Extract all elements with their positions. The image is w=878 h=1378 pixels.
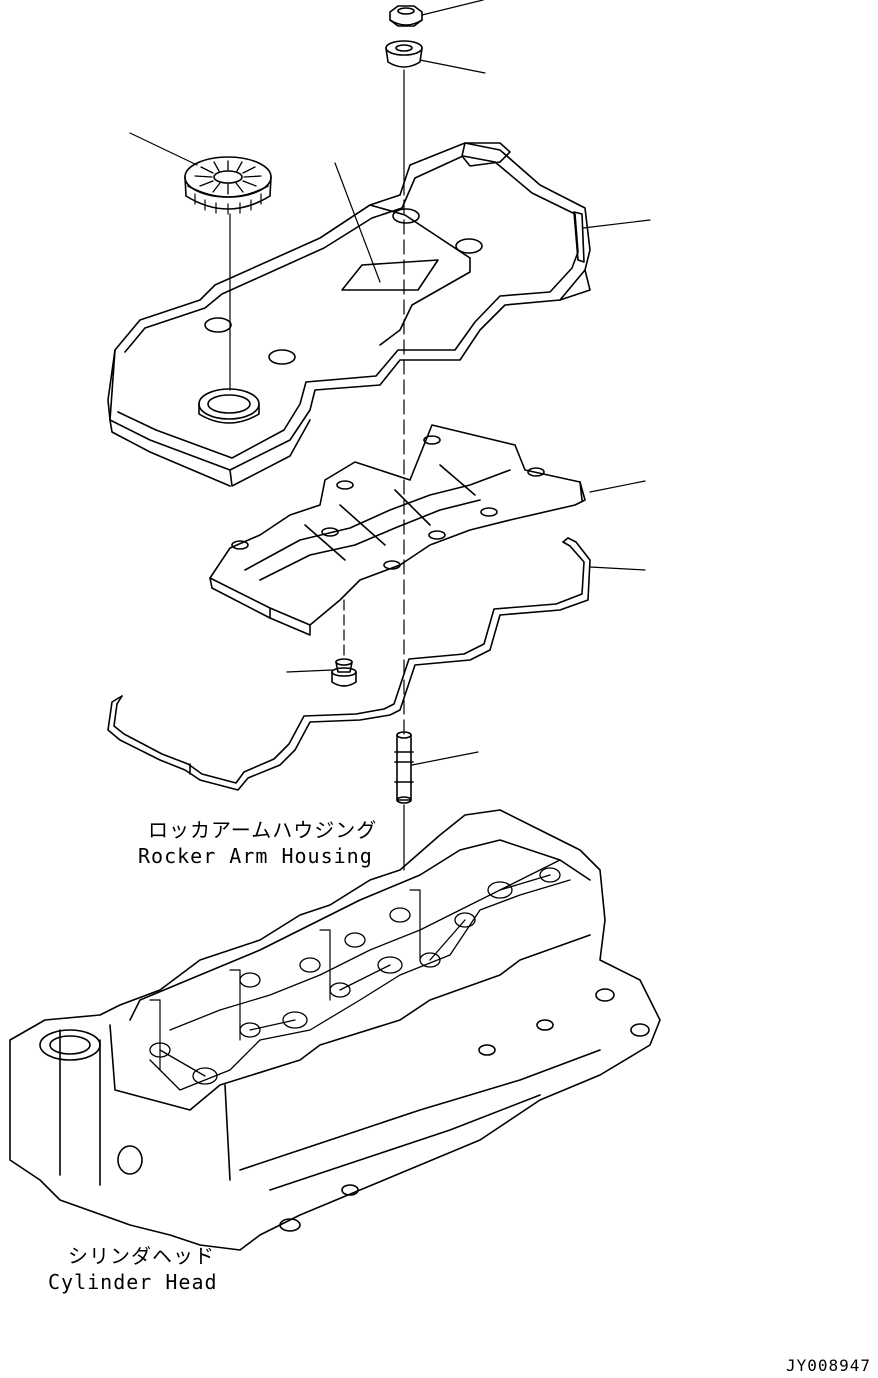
breather-cap [184,156,272,215]
flange-nut [389,5,423,27]
cylinder-head [9,809,661,1251]
gasket [107,537,591,791]
cylinder-head-label-en: Cylinder Head [48,1270,218,1294]
rocker-cover [107,142,591,487]
grommet [385,40,423,68]
drawing-code: JY008947 [786,1356,872,1375]
stud [394,731,414,804]
center-axes [229,69,405,871]
baffle-plate [209,424,586,636]
bolt [331,658,357,687]
rocker-arm-housing-label-en: Rocker Arm Housing [138,844,373,868]
rocker-arm-housing-label-jp: ロッカアームハウジング [148,818,378,842]
leader-lines [129,0,651,766]
cylinder-head-label-jp: シリンダヘッド [68,1244,215,1268]
